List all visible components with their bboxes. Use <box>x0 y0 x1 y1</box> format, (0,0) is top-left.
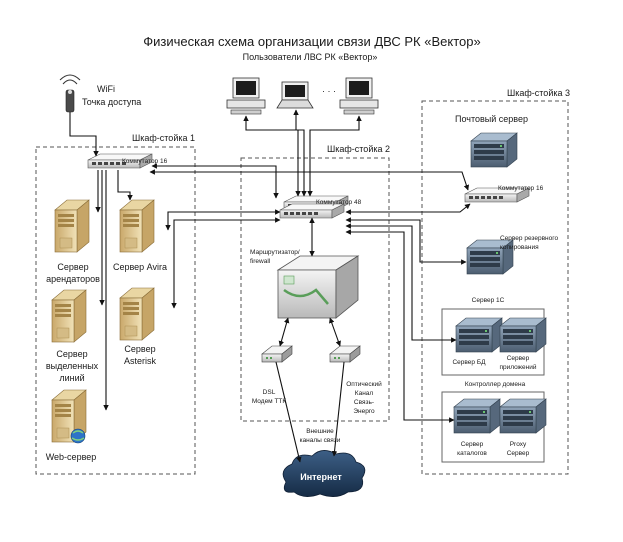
user-desktop-icon-2 <box>339 77 379 115</box>
external-channels-label: Внешние <box>306 428 334 435</box>
switch-16-right-label: Коммутатор 16 <box>498 185 544 192</box>
wifi-label-sub: Точка доступа <box>82 97 141 107</box>
catalog-server-label: Сервер <box>461 441 484 448</box>
wifi-antenna-icon <box>59 74 81 113</box>
server-asterisk-label: Сервер <box>124 344 155 354</box>
cabinet-3 <box>421 100 569 475</box>
cabinet-1 <box>35 146 196 475</box>
server-leased-label-3: линий <box>59 373 84 383</box>
server-leased-label: Сервер <box>56 349 87 359</box>
server-tenants-label-2: арендаторов <box>46 274 100 284</box>
switch-48-label: Коммутатор 48 <box>316 199 362 206</box>
backup-server-label-2: копирования <box>500 244 539 251</box>
diagram-title: Физическая схема организации связи ДВС Р… <box>143 34 480 49</box>
dsl-modem-icon <box>261 345 293 363</box>
optical-label-3: Связь- <box>354 399 374 406</box>
server-tenants-label: Сервер <box>57 262 88 272</box>
db-server-icon <box>455 317 503 353</box>
user-laptop-icon <box>276 81 314 109</box>
cabinet-3-label: Шкаф-стойка 3 <box>507 88 570 98</box>
server-avira-label: Сервер Avira <box>113 262 167 272</box>
globe-icon <box>70 428 86 444</box>
proxy-server-icon <box>499 398 547 434</box>
backup-server-label: Сервер резервного <box>500 235 558 242</box>
proxy-server-label-2: Сервер <box>507 450 530 457</box>
server-leased-icon <box>51 289 87 343</box>
cabinet-2-label: Шкаф-стойка 2 <box>327 144 390 154</box>
mail-server-label: Почтовый сервер <box>455 114 528 124</box>
app-server-label-2: приложений <box>500 363 537 371</box>
optical-label-4: Энерго <box>353 408 375 415</box>
server-asterisk-icon <box>119 287 155 341</box>
router-label-2: firewall <box>250 258 271 265</box>
internet-label: Интернет <box>300 472 342 482</box>
dsl-label-2: Модем ТТК <box>252 398 287 405</box>
user-desktop-icon <box>226 77 266 115</box>
router-label: Маршрутизатор/ <box>250 249 300 256</box>
connection-lines <box>69 109 471 463</box>
optical-modem-icon <box>329 345 361 363</box>
dsl-label: DSL <box>263 389 276 396</box>
web-server-label: Web-сервер <box>46 452 97 462</box>
app-server-icon <box>499 317 547 353</box>
server-tenants-icon <box>54 199 90 253</box>
catalog-server-label-2: каталогов <box>457 450 487 457</box>
router-firewall-icon <box>276 255 360 319</box>
optical-label: Оптический <box>346 380 382 388</box>
db-server-label: Сервер БД <box>452 359 486 366</box>
server-avira-icon <box>119 199 155 253</box>
users-label: Пользователи ЛВС РК «Вектор» <box>243 52 378 62</box>
mail-server-icon <box>470 132 518 168</box>
proxy-server-label: Proxy <box>510 441 527 448</box>
users-ellipsis: · · · <box>322 86 336 96</box>
wifi-label: WiFi <box>97 84 115 94</box>
cabinet-1-label: Шкаф-стойка 1 <box>132 133 195 143</box>
server-asterisk-label-2: Asterisk <box>124 356 157 366</box>
catalog-server-icon <box>453 398 501 434</box>
external-channels-label-2: каналы связи <box>300 437 341 444</box>
optical-label-2: Канал <box>355 390 374 397</box>
switch-16-left-label: Коммутатор 16 <box>122 158 168 165</box>
group-1c-label: Сервер 1С <box>472 297 505 304</box>
domain-controller-label: Контроллер домена <box>465 381 526 388</box>
server-leased-label-2: выделенных <box>46 361 99 371</box>
app-server-label: Сервер <box>507 355 530 362</box>
